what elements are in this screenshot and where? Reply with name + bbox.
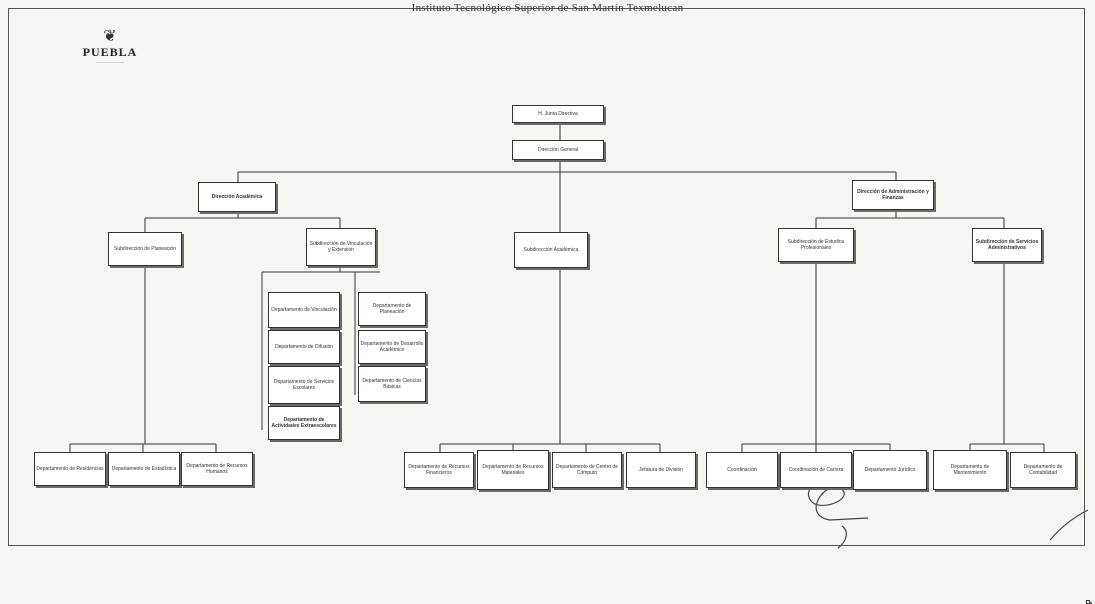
org-node-dep-13: Departamento de Centro de Cómputo: [552, 452, 622, 488]
org-node-dep-18: Departamento de Mantenimiento: [933, 450, 1007, 490]
org-node-dep-4: Departamento de Actividades Extraescolar…: [268, 406, 340, 440]
org-node-dep-3: Departamento de Servicios Escolares: [268, 366, 340, 404]
org-node-dep-6: Departamento de Desarrollo Académico: [358, 330, 426, 364]
org-node-dep-16: Coordinación de Carrera: [780, 452, 852, 488]
org-node-junta: H. Junta Directiva: [512, 105, 604, 123]
org-node-dir-academica: Dirección Académica: [198, 182, 276, 212]
logo-subtext: ———————: [96, 59, 124, 64]
org-node-sub-posgrado: Subdirección de Estudios Profesionales: [778, 228, 854, 262]
org-node-dep-23: Departamento de Innovación: [1086, 600, 1090, 604]
coat-of-arms-icon: ❦: [103, 28, 117, 45]
org-node-dir-admin: Dirección de Administración y Finanzas: [852, 180, 934, 210]
org-node-dep-9: Departamento de Estadística: [108, 452, 180, 486]
org-node-director-general: Dirección General: [512, 140, 604, 160]
org-node-dep-7: Departamento de Ciencias Básicas: [358, 366, 426, 402]
page-frame: [8, 8, 1085, 546]
org-node-dep-1: Departamento de Vinculación: [268, 292, 340, 328]
org-node-dep-10: Departamento de Recursos Humanos: [181, 452, 253, 486]
org-node-sub-vinculacion: Subdirección de Vinculación y Extensión: [306, 228, 376, 266]
org-node-dep-15: Coordinación: [706, 452, 778, 488]
org-node-dep-19: Departamento de Contabilidad: [1010, 452, 1076, 488]
puebla-logo: ❦ PUEBLA ———————: [60, 28, 160, 80]
document-title: Instituto Tecnológico Superior de San Ma…: [411, 2, 684, 14]
org-node-dep-5: Departamento de Planeación: [358, 292, 426, 326]
org-node-dep-8: Departamento de Residencias: [34, 452, 106, 486]
logo-text: PUEBLA: [82, 45, 138, 59]
org-node-sub-planeacion: Subdirección de Planeación: [108, 232, 182, 266]
org-node-dep-11: Departamento de Recursos Financieros: [404, 452, 474, 488]
org-node-dep-2: Departamento de Difusión: [268, 330, 340, 364]
org-node-dep-17: Departamento Jurídico: [853, 450, 927, 490]
org-node-sub-academica: Subdirección Académica: [514, 232, 588, 268]
org-node-dep-14: Jefatura de División: [626, 452, 696, 488]
org-node-sub-servicios: Subdirección de Servicios Administrativo…: [972, 228, 1042, 262]
org-node-dep-12: Departamento de Recursos Materiales: [477, 450, 549, 490]
